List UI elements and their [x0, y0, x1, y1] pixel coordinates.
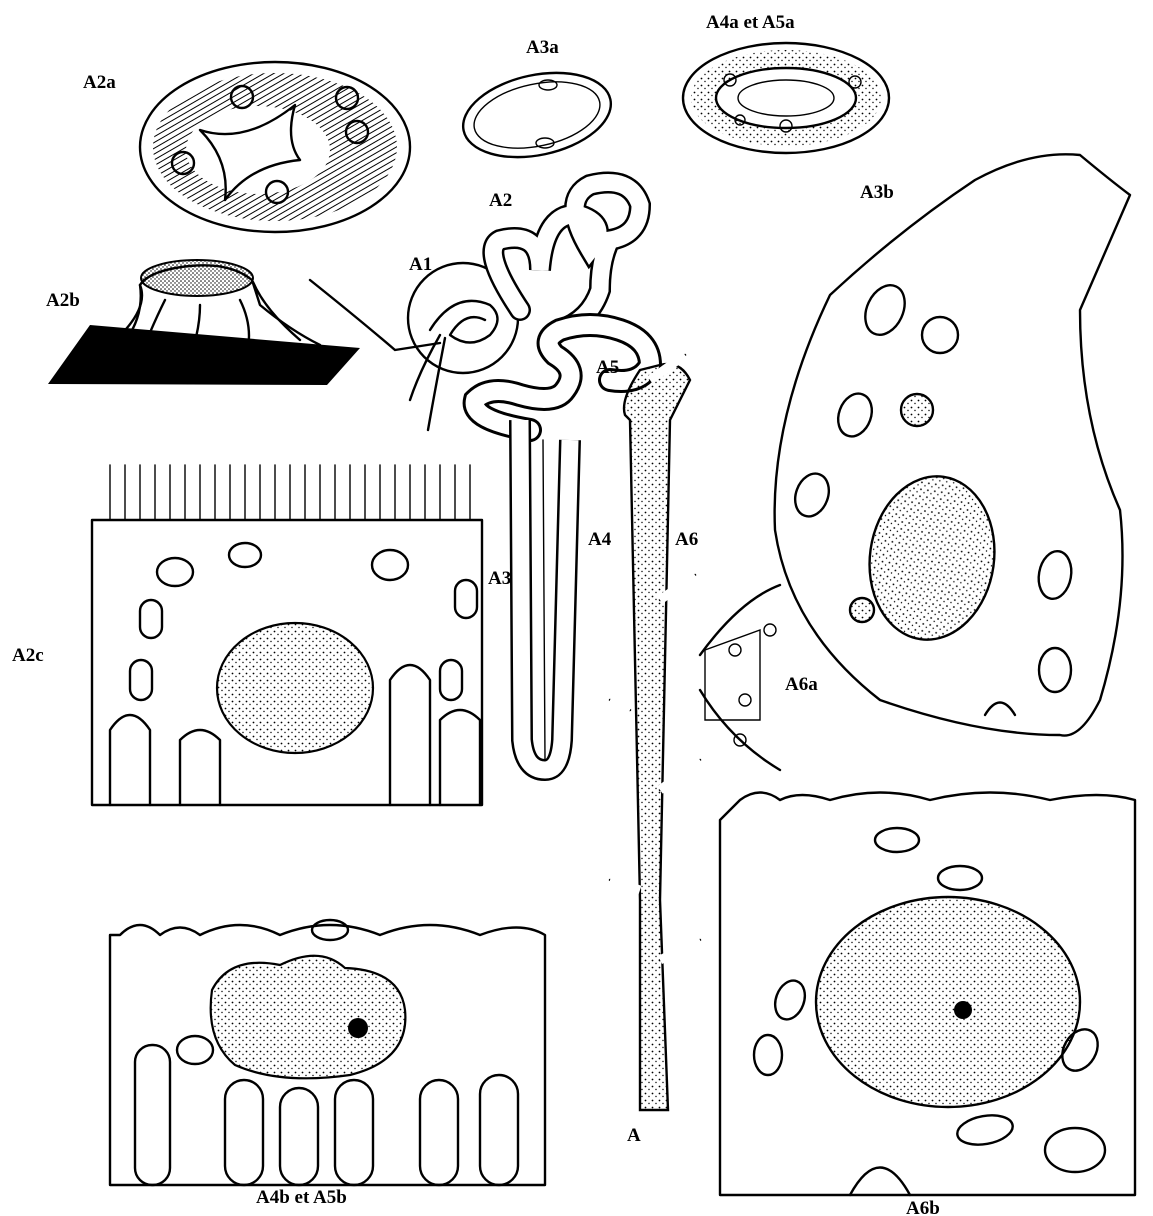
label-a6a: A6a — [785, 675, 818, 694]
label-a3a: A3a — [526, 38, 559, 57]
a6b-cell — [720, 793, 1135, 1196]
label-a1: A1 — [409, 255, 432, 274]
a2-proximal-tubule — [493, 183, 640, 331]
label-a4a-a5a: A4a et A5a — [706, 13, 795, 32]
label-a5: A5 — [596, 358, 619, 377]
label-a3b: A3b — [860, 183, 894, 202]
a3-loop-of-henle — [520, 420, 570, 770]
label-a2a: A2a — [83, 73, 116, 92]
a4b-a5b-cell — [110, 920, 545, 1185]
label-a: A — [627, 1126, 641, 1145]
label-a6: A6 — [675, 530, 698, 549]
label-a2: A2 — [489, 191, 512, 210]
a2b-podocyte — [48, 260, 440, 385]
label-a3: A3 — [488, 569, 511, 588]
label-a4: A4 — [588, 530, 611, 549]
label-a4b-a5b: A4b et A5b — [256, 1188, 347, 1207]
a2c-cell — [92, 465, 482, 805]
a3b-cell — [775, 154, 1130, 735]
collecting-duct — [610, 355, 700, 1110]
label-a2b: A2b — [46, 291, 80, 310]
a6a-section — [700, 585, 780, 770]
a4a-a5a-cross-section — [683, 43, 889, 153]
a2a-cross-section — [140, 62, 410, 232]
label-a6b: A6b — [906, 1199, 940, 1216]
label-a2c: A2c — [12, 646, 44, 665]
a3a-cross-section — [455, 60, 618, 169]
